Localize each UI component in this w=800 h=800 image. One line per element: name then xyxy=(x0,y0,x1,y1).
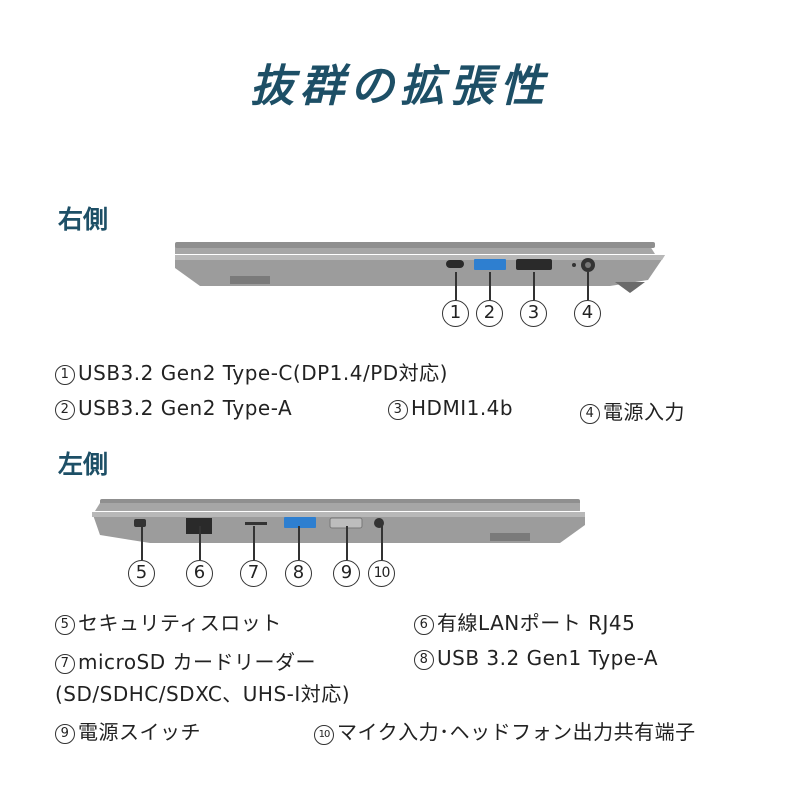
usb-a-port-icon xyxy=(474,259,506,270)
callout-9: 9 xyxy=(333,560,360,587)
callout-6: 6 xyxy=(186,560,213,587)
callout-7: 7 xyxy=(240,560,267,587)
callout-5: 5 xyxy=(128,560,155,587)
callout-8: 8 xyxy=(285,560,312,587)
right-side-heading: 右側 xyxy=(58,205,109,234)
callout-1: 1 xyxy=(442,300,469,327)
audio-jack-icon xyxy=(374,518,384,528)
callout-3: 3 xyxy=(520,300,547,327)
microsd-slot-icon xyxy=(245,522,267,525)
callout-2: 2 xyxy=(476,300,503,327)
hdmi-port-icon xyxy=(516,259,552,270)
page-title: 抜群の拡張性 xyxy=(250,61,550,112)
spec-7-detail: (SD/SDHC/SDXC、UHS-I対応) xyxy=(55,682,351,706)
callout-4: 4 xyxy=(574,300,601,327)
callout-10: 10 xyxy=(368,560,395,587)
laptop-left-side-image xyxy=(92,499,585,543)
laptop-right-side-image xyxy=(175,242,665,293)
left-side-heading: 左側 xyxy=(58,450,109,479)
usb-c-port-icon xyxy=(446,260,464,268)
security-slot-icon xyxy=(134,519,146,527)
usb-a-port-left-icon xyxy=(284,517,316,528)
